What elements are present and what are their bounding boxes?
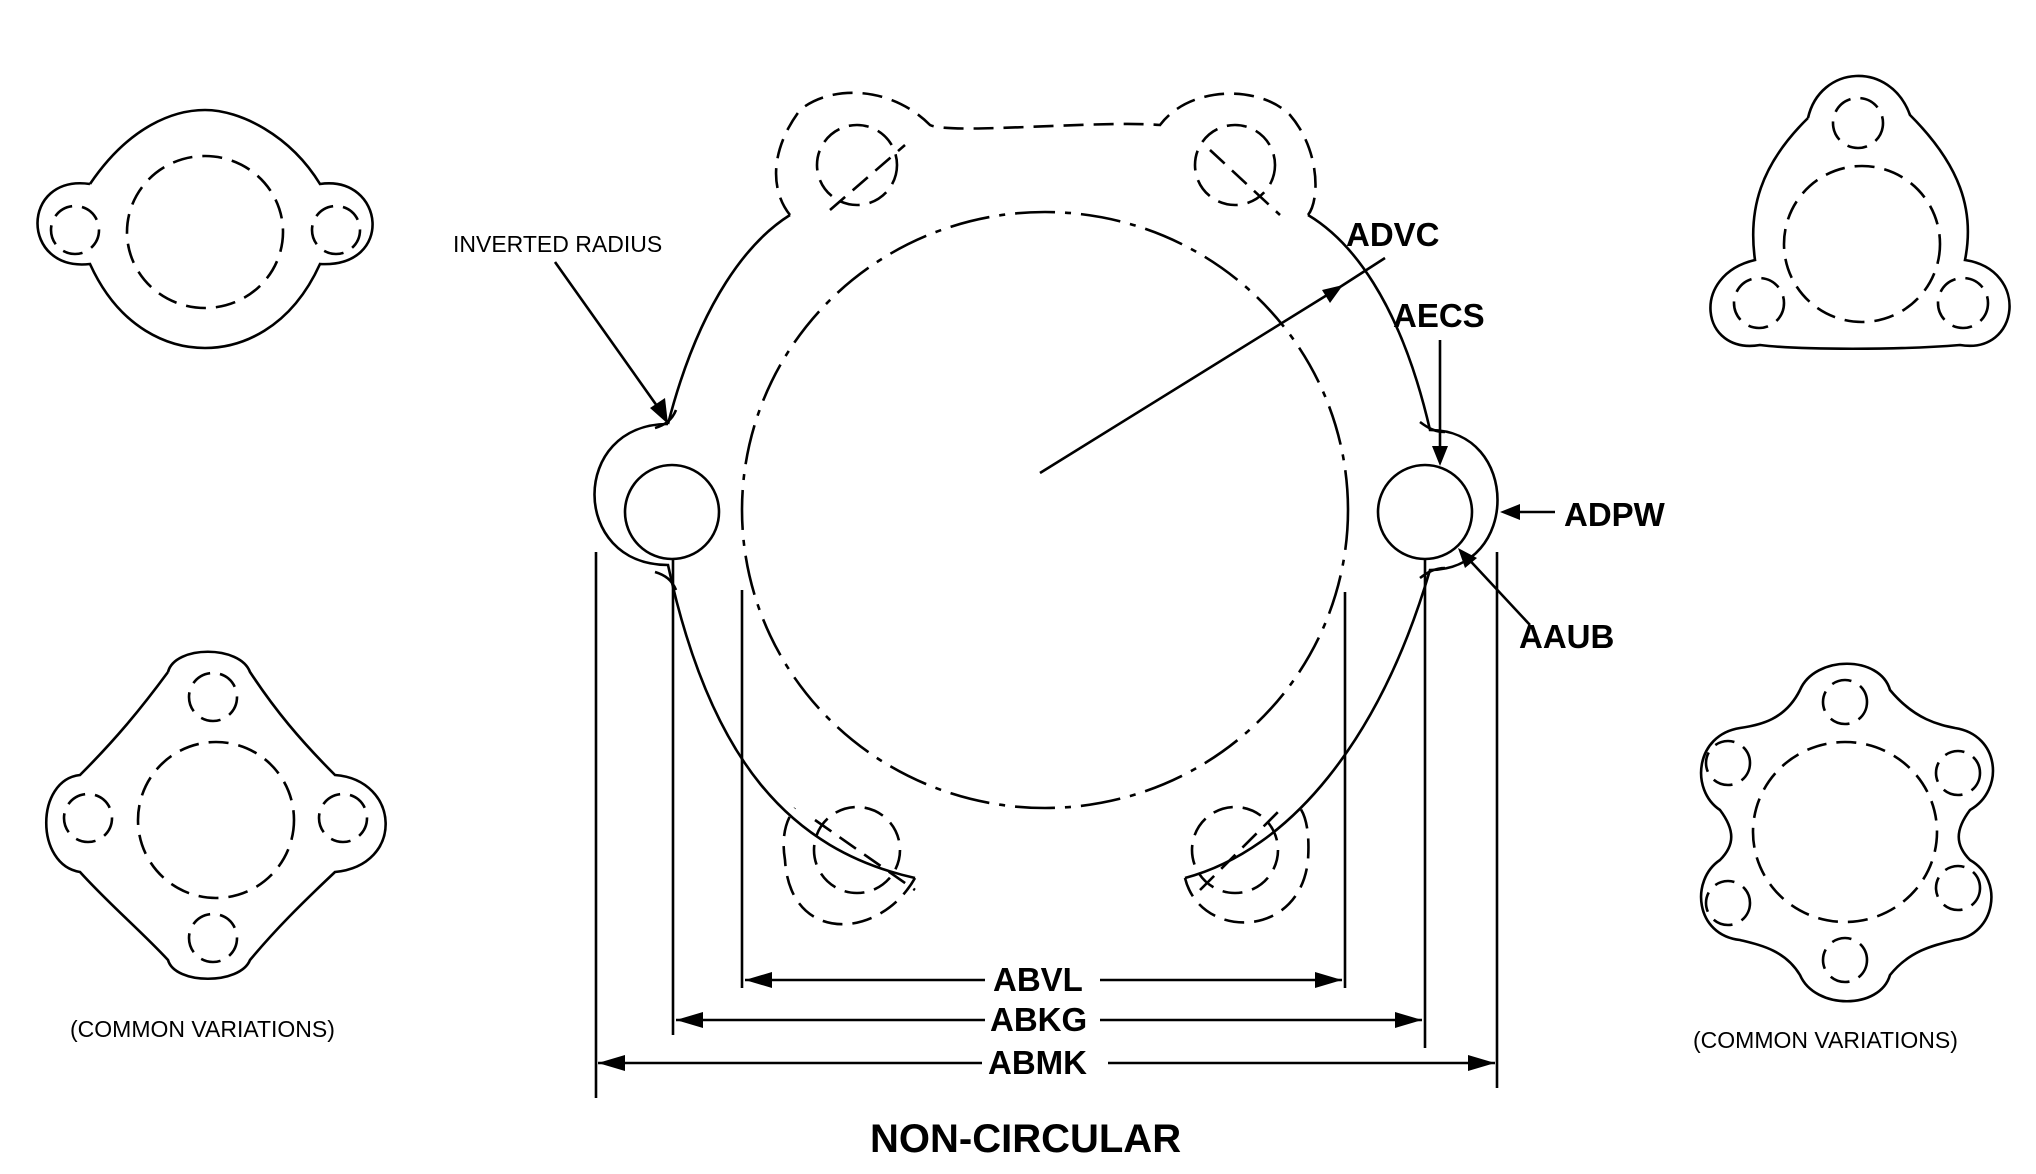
abvl-label: ABVL: [993, 961, 1083, 998]
flange-outline: [593, 213, 1499, 880]
phantom-hole-top-right: [1193, 123, 1277, 207]
leader-lines: [553, 256, 1555, 626]
advc-label: ADVC: [1346, 216, 1440, 253]
inverted-radius-left: [654, 409, 678, 430]
bolt-hole-left: [623, 463, 721, 561]
abkg-label: ABKG: [990, 1001, 1088, 1038]
phantom-hole-bottom-right: [1190, 805, 1280, 895]
main-flange: [593, 91, 1499, 926]
phantom-hole-top-left: [815, 123, 899, 207]
phantom-bottom-outline: [782, 807, 1310, 926]
diagram-title: NON-CIRCULAR: [870, 1117, 1182, 1161]
phantom-hole-bottom-left: [812, 805, 902, 895]
variation-four-bolt: [44, 650, 387, 980]
bore-circle: [740, 210, 1350, 810]
inverted-radius-right-bottom: [1419, 566, 1446, 580]
dimension-lines: [594, 552, 1499, 1098]
bolt-hole-right: [1376, 463, 1474, 561]
adpw-label: ADPW: [1564, 496, 1665, 533]
variation-six-bolt: [1699, 662, 1995, 1003]
aecs-label: AECS: [1393, 297, 1485, 334]
inverted-radius-label: INVERTED RADIUS: [453, 231, 663, 257]
variation-three-bolt: [1709, 74, 2011, 351]
variation-two-bolt: [36, 108, 374, 350]
aaub-label: AAUB: [1519, 618, 1615, 655]
inverted-radius-left-bottom: [654, 570, 678, 591]
caption-left: (COMMON VARIATIONS): [70, 1016, 335, 1042]
abmk-label: ABMK: [988, 1044, 1087, 1081]
inverted-radius-right-top: [1419, 420, 1446, 434]
phantom-top-outline: [774, 91, 1317, 216]
caption-right: (COMMON VARIATIONS): [1693, 1027, 1958, 1053]
